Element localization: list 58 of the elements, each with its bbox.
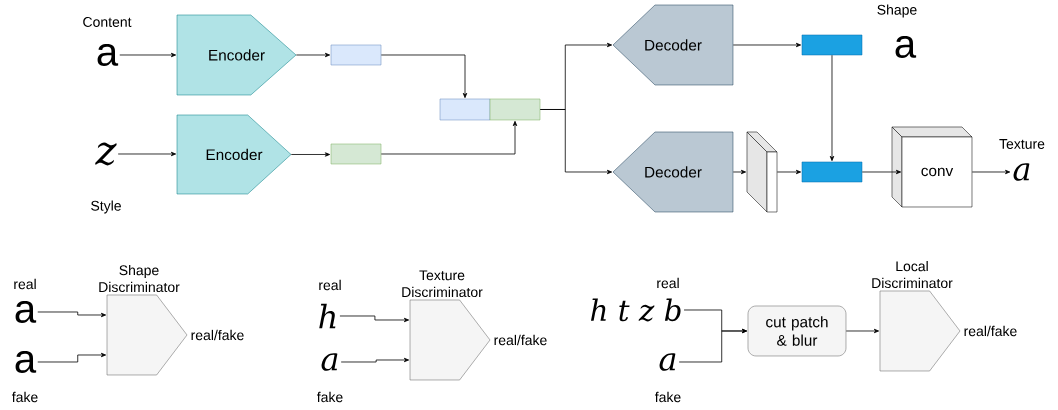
output-label: real/fake — [191, 329, 244, 341]
arrow — [678, 328, 748, 363]
caption-label: Texture — [999, 139, 1045, 149]
letter-glyph: a — [659, 353, 676, 371]
feature-vector — [439, 98, 491, 121]
feature-map-slab — [746, 131, 778, 213]
caption-label: Shape — [877, 4, 917, 18]
arrow — [295, 52, 331, 58]
letter-glyph: a — [15, 351, 37, 373]
encoder-block: Encoder — [176, 114, 292, 195]
block-heading: Shape Discriminator — [99, 265, 180, 293]
arrow — [117, 151, 177, 157]
arrow — [776, 169, 802, 175]
caption-label: real — [657, 277, 679, 289]
arrow — [37, 311, 107, 318]
letter-glyph: a — [895, 36, 917, 58]
letter-glyph: a — [1013, 163, 1030, 181]
arrow — [861, 169, 902, 175]
arrow — [732, 42, 802, 48]
letter-glyph: z — [95, 142, 117, 166]
arrow — [539, 109, 613, 175]
caption-label: real — [14, 278, 36, 290]
caption-label: Style — [91, 200, 121, 214]
arrow — [845, 328, 880, 334]
conv-cube: conv — [891, 126, 973, 208]
arrow — [339, 315, 410, 323]
caption-label: real — [319, 279, 341, 291]
feature-vector — [330, 44, 382, 66]
arrow — [380, 54, 468, 99]
caption-label: fake — [654, 391, 681, 403]
arrow — [971, 169, 1011, 175]
decoder-block: Decoder — [612, 4, 734, 86]
arrow — [290, 152, 331, 157]
caption-label: fake — [11, 391, 38, 403]
feature-vector — [330, 143, 382, 165]
letter-glyph: a — [97, 44, 119, 66]
block-heading: Local Discriminator — [872, 261, 953, 289]
arrow — [340, 357, 410, 363]
feature-vector — [489, 98, 541, 121]
feature-bar — [801, 34, 863, 56]
letter-glyph: h — [319, 303, 336, 329]
output-label: real/fake — [964, 325, 1017, 337]
encoder-block: Encoder — [176, 14, 297, 96]
arrow — [829, 54, 835, 162]
arrow — [37, 352, 107, 363]
decoder-block: Decoder — [612, 131, 734, 213]
caption-label: fake — [316, 391, 343, 403]
arrow — [732, 169, 747, 175]
letter-glyph: h t z b — [591, 298, 681, 322]
caption-label: Content — [83, 17, 132, 27]
output-label: real/fake — [494, 334, 547, 346]
arrow — [119, 52, 177, 58]
letter-glyph: a — [15, 301, 37, 323]
feature-bar — [801, 161, 863, 183]
process-box: cut patch & blur — [747, 305, 847, 357]
block-heading: Texture Discriminator — [402, 270, 483, 298]
letter-glyph: a — [321, 353, 338, 371]
arrow — [380, 120, 518, 155]
